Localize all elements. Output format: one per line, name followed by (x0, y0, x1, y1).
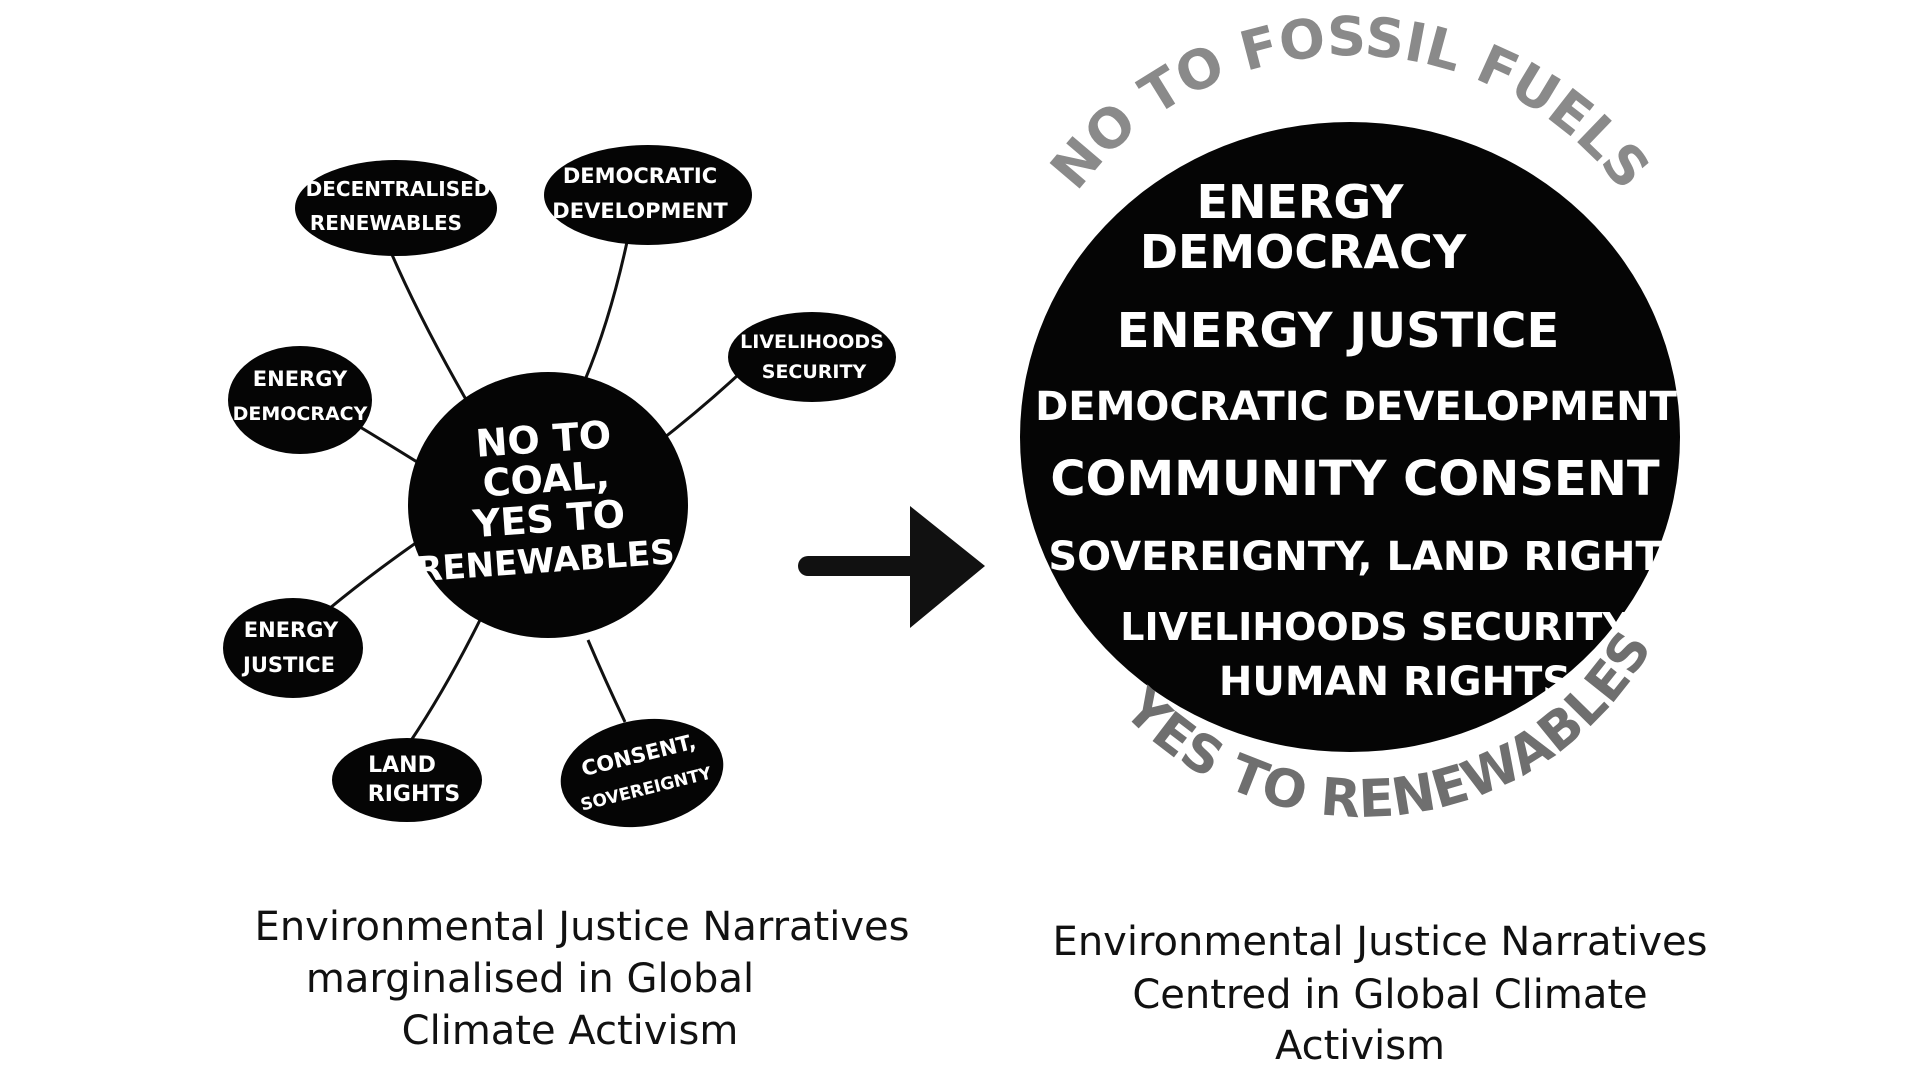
right-caption-line-2: Centred in Global Climate (1132, 972, 1647, 1018)
right-item-2: DEMOCRACY (1140, 225, 1467, 279)
node-land-rights: LAND RIGHTS (332, 738, 482, 822)
right-bubble-items: ENERGY DEMOCRACY ENERGY JUSTICE DEMOCRAT… (1035, 175, 1692, 705)
left-caption-line-1: Environmental Justice Narratives (255, 904, 910, 950)
node-line-1: DECENTRALISED (306, 177, 491, 201)
right-caption: Environmental Justice Narratives Centred… (1053, 919, 1708, 1069)
connector-land-rights (408, 619, 482, 743)
connector-decentralised-renewables (388, 249, 474, 411)
connector-democratic-development (583, 241, 629, 381)
connector-livelihoods-security (654, 373, 740, 447)
node-line-1: ENERGY (244, 618, 339, 642)
node-line-1: ENERGY (253, 367, 348, 391)
node-line-2: RIGHTS (368, 782, 460, 807)
right-item-4: DEMOCRATIC DEVELOPMENT (1035, 384, 1678, 430)
arrow-head (910, 506, 985, 628)
node-bubble (544, 145, 752, 245)
connector-energy-justice (329, 538, 421, 610)
node-energy-democracy: ENERGY DEMOCRACY (228, 346, 372, 454)
left-caption: Environmental Justice Narratives margina… (255, 904, 910, 1054)
center-bubble (408, 372, 688, 638)
connector-consent-sovereignty (586, 639, 627, 723)
right-item-7: LIVELIHOODS SECURITY (1120, 605, 1630, 649)
right-caption-line-3: Activism (1275, 1023, 1445, 1069)
left-caption-line-2: marginalised in Global (306, 956, 754, 1002)
node-bubble (332, 738, 482, 822)
node-bubble (560, 718, 724, 828)
right-item-1: ENERGY (1197, 175, 1405, 229)
node-line-2: DEMOCRACY (233, 403, 368, 425)
node-line-1: LAND (368, 753, 436, 778)
transition-arrow (798, 506, 985, 628)
node-decentralised-renewables: DECENTRALISED RENEWABLES (295, 160, 497, 256)
node-bubble (728, 312, 896, 402)
node-line-2: RENEWABLES (310, 211, 462, 235)
left-center-node: NO TO COAL, YES TO RENEWABLES. (408, 372, 689, 638)
node-energy-justice: ENERGY JUSTICE (223, 598, 363, 698)
left-connectors (329, 241, 740, 743)
right-main-bubble (1020, 122, 1680, 752)
node-line-2: DEVELOPMENT (552, 199, 728, 223)
center-text: NO TO COAL, YES TO RENEWABLES. (415, 412, 689, 590)
center-line-1: NO TO (474, 412, 612, 465)
right-item-6: SOVEREIGNTY, LAND RIGHTS (1048, 534, 1691, 580)
right-diagram: NO TO FOSSIL FUELS ENERGY DEMOCRACY ENER… (1020, 5, 1707, 1069)
left-caption-line-3: Climate Activism (402, 1008, 739, 1054)
node-livelihoods-security: LIVELIHOODS SECURITY (728, 312, 896, 402)
node-bubble (295, 160, 497, 256)
node-democratic-development: DEMOCRATIC DEVELOPMENT (544, 145, 752, 245)
right-item-5: COMMUNITY CONSENT (1050, 451, 1660, 507)
node-consent-sovereignty: CONSENT, SOVEREIGNTY (560, 718, 724, 828)
node-line-1: DEMOCRATIC (563, 164, 717, 188)
right-item-3: ENERGY JUSTICE (1117, 303, 1560, 359)
right-item-8: HUMAN RIGHTS (1219, 659, 1571, 705)
right-caption-line-1: Environmental Justice Narratives (1053, 919, 1708, 965)
node-line-2: JUSTICE (241, 653, 335, 677)
node-bubble (228, 346, 372, 454)
node-line-2: SECURITY (762, 361, 867, 383)
left-diagram: NO TO COAL, YES TO RENEWABLES. DECENTRAL… (223, 145, 909, 1054)
center-line-2: COAL, (481, 453, 611, 506)
center-line-3: YES TO (470, 492, 626, 547)
node-bubble (223, 598, 363, 698)
node-line-1: LIVELIHOODS (740, 331, 884, 353)
